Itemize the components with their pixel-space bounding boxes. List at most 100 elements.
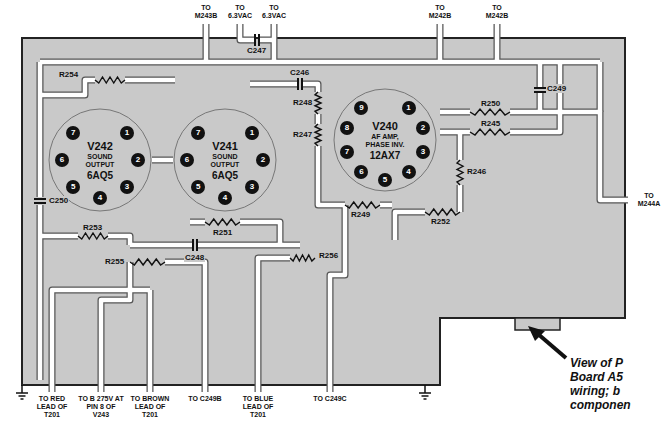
- trace-outline: [258, 258, 290, 392]
- component-label: R252: [430, 217, 451, 226]
- resistor-symbol: [470, 129, 510, 135]
- copper-trace: [148, 290, 153, 392]
- copper-trace: [198, 243, 300, 248]
- tube-number: V240: [372, 120, 398, 132]
- trace-outline: [40, 233, 78, 240]
- component-label: R255: [104, 257, 125, 266]
- tube-function: SOUND OUTPUT: [203, 153, 247, 169]
- trace-outline: [457, 185, 464, 212]
- trace-outline: [190, 219, 205, 226]
- wire-destination-label: TO M242B: [425, 4, 455, 20]
- pin-number: 8: [340, 121, 354, 135]
- capacitor-symbol: [298, 78, 302, 90]
- pin-number: 1: [245, 126, 259, 140]
- wire-destination-label: TO M244A: [634, 192, 664, 208]
- trace-outline: [271, 24, 278, 62]
- wire-destination-label: TO RED LEAD OF T201: [29, 395, 75, 419]
- capacitor-symbol: [534, 88, 546, 92]
- copper-trace: [152, 158, 173, 163]
- callout-arrow: [528, 326, 566, 358]
- copper-trace: [38, 205, 43, 380]
- trace-outline: [457, 132, 464, 160]
- trace-outline: [130, 242, 192, 249]
- wire-destination-label: TO C249B: [182, 395, 228, 403]
- pin-number: 2: [256, 153, 270, 167]
- trace-outline: [440, 129, 470, 136]
- trace-outline: [510, 62, 560, 132]
- component-label: C248: [184, 253, 205, 262]
- ground-symbol: [16, 385, 28, 399]
- copper-trace: [204, 24, 209, 62]
- board-outline: [22, 38, 625, 385]
- component-label: R250: [480, 99, 501, 108]
- copper-trace: [438, 24, 443, 62]
- resistor-symbol: [95, 77, 125, 83]
- copper-trace: [40, 60, 600, 65]
- copper-trace: [38, 62, 43, 197]
- callout-note: View of P Board A5 wiring; b componen: [570, 356, 650, 412]
- wire-destination-label: TO B 275V AT PIN 8 OF V243: [78, 395, 124, 419]
- trace-outline: [597, 62, 604, 112]
- wire-destination-label: TO BLUE LEAD OF T201: [235, 395, 281, 419]
- wire-destination-label: TO 6.3VAC: [259, 4, 289, 20]
- tube-number: V242: [87, 140, 113, 152]
- trace-outline: [380, 202, 392, 209]
- trace-outline: [152, 157, 173, 164]
- pin-number: 4: [93, 191, 107, 205]
- trace-outline: [198, 242, 300, 249]
- copper-trace: [495, 24, 500, 62]
- pin-number: 3: [245, 180, 259, 194]
- wire-destination-label: TO M243B: [191, 4, 221, 20]
- copper-trace: [538, 62, 543, 87]
- resistor-symbol: [345, 202, 380, 208]
- socket-ring: [334, 89, 436, 191]
- component-label: R246: [466, 167, 487, 176]
- copper-trace: [240, 24, 254, 40]
- tube-number: V241: [212, 140, 238, 152]
- copper-trace: [330, 205, 345, 392]
- copper-trace: [510, 62, 560, 132]
- pin-number: 5: [378, 173, 392, 187]
- copper-trace: [101, 262, 130, 392]
- resistor-symbol: [457, 160, 463, 185]
- resistor-symbol: [290, 255, 315, 261]
- trace-outline: [494, 24, 501, 62]
- trace-outline: [537, 62, 544, 87]
- copper-trace: [303, 84, 318, 92]
- tube-type: 6AQ5: [212, 170, 238, 181]
- trace-outline: [40, 59, 600, 66]
- pin-number: 4: [402, 165, 416, 179]
- trace-outline: [250, 81, 297, 88]
- tube-function: AF AMP, PHASE INV.: [363, 133, 407, 149]
- component-label: R248: [292, 98, 313, 107]
- resistor-symbol: [470, 109, 510, 115]
- copper-trace: [272, 24, 277, 62]
- trace-outline: [147, 290, 154, 392]
- socket-ring: [174, 109, 276, 211]
- copper-trace: [458, 185, 463, 212]
- copper-trace: [380, 203, 392, 208]
- wire-destination-label: TO M242B: [482, 4, 512, 20]
- pin-number: 1: [402, 101, 416, 115]
- component-label: R247: [292, 130, 313, 139]
- pin-number: 5: [66, 180, 80, 194]
- pin-number: 5: [191, 180, 205, 194]
- copper-trace: [165, 262, 205, 392]
- trace-outline: [303, 84, 318, 92]
- pin-number: 6: [55, 153, 69, 167]
- trace-outline: [510, 112, 628, 200]
- resistor-symbol: [425, 209, 460, 215]
- tube-function: SOUND OUTPUT: [78, 153, 122, 169]
- copper-trace: [395, 212, 425, 240]
- trace-outline: [315, 114, 322, 124]
- component-label: C249: [546, 84, 567, 93]
- component-label: R249: [350, 210, 371, 219]
- component-label: C250: [48, 196, 69, 205]
- socket-ring: [49, 109, 151, 211]
- pin-number: 2: [416, 121, 430, 135]
- component-label: R254: [58, 70, 79, 79]
- ground-symbol: [419, 385, 431, 399]
- trace-outline: [101, 262, 130, 392]
